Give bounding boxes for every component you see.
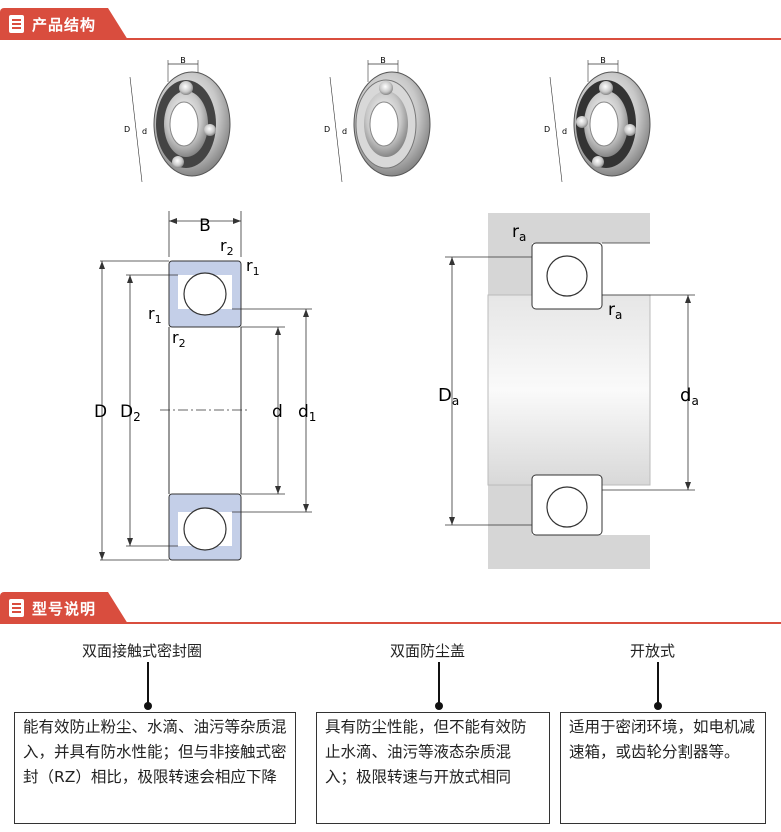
document-icon [9, 15, 24, 33]
model-desc-open: 适用于密闭环境，如电机减速箱，或齿轮分割器等。 [560, 712, 766, 824]
document-icon [9, 599, 24, 617]
radius-ra-right-label: ra [608, 300, 622, 322]
bearing-cross-section-drawing: B D D2 d d1 r2 r1 r1 r2 [94, 211, 316, 561]
bearing-thumbnail-sealed: B D d [120, 52, 240, 192]
thumb-D-label: D [124, 125, 130, 134]
dim-d1-label: d1 [298, 402, 316, 424]
thumb-D-label: D [544, 125, 550, 134]
dim-d-label: d [272, 402, 283, 422]
connector-dot [654, 702, 662, 710]
dim-D2-label: D2 [120, 402, 141, 424]
model-desc-contact-seal: 能有效防止粉尘、水滴、油污等杂质混入，并具有防水性能；但与非接触式密封（RZ）相… [14, 712, 296, 824]
bearing-thumbnail-open: B D d [540, 52, 660, 192]
connector-dot [144, 702, 152, 710]
radius-r2-top-label: r2 [220, 236, 234, 258]
radius-r1-top-label: r1 [246, 256, 260, 278]
radius-r1-left-label: r1 [148, 304, 162, 326]
thumb-b-label: B [180, 56, 186, 65]
section-header-structure: 产品结构 [0, 8, 781, 40]
thumb-d-label: d [142, 127, 147, 136]
radius-r2-bottom-label: r2 [172, 328, 186, 350]
bearing-thumbnail-shielded: B D d [320, 52, 440, 192]
section-divider [0, 38, 781, 40]
thumb-b-label: B [600, 56, 606, 65]
thumb-D-label: D [324, 125, 330, 134]
dim-Da-label: Da [438, 385, 459, 408]
connector-line [147, 662, 149, 708]
thumb-b-label: B [380, 56, 386, 65]
model-title-open: 开放式 [630, 642, 676, 660]
connector-dot [435, 702, 443, 710]
section-divider [0, 622, 781, 624]
radius-ra-top-label: ra [512, 222, 526, 244]
section-title: 型号说明 [32, 600, 97, 618]
dim-D-label: D [94, 402, 107, 422]
thumb-d-label: d [562, 127, 567, 136]
dim-B-label: B [199, 216, 211, 236]
section-title: 产品结构 [32, 16, 97, 34]
bearing-mounting-drawing: Da da ra ra [438, 213, 699, 569]
model-title-contact-seal: 双面接触式密封圈 [82, 642, 203, 660]
dim-da-label: da [680, 385, 699, 408]
connector-line [657, 662, 659, 708]
section-header-model: 型号说明 [0, 592, 781, 624]
thumb-d-label: d [342, 127, 347, 136]
model-desc-dust-shield: 具有防尘性能，但不能有效防止水滴、油污等液态杂质混入；极限转速与开放式相同 [316, 712, 550, 824]
model-title-dust-shield: 双面防尘盖 [390, 642, 466, 660]
connector-line [438, 662, 440, 708]
